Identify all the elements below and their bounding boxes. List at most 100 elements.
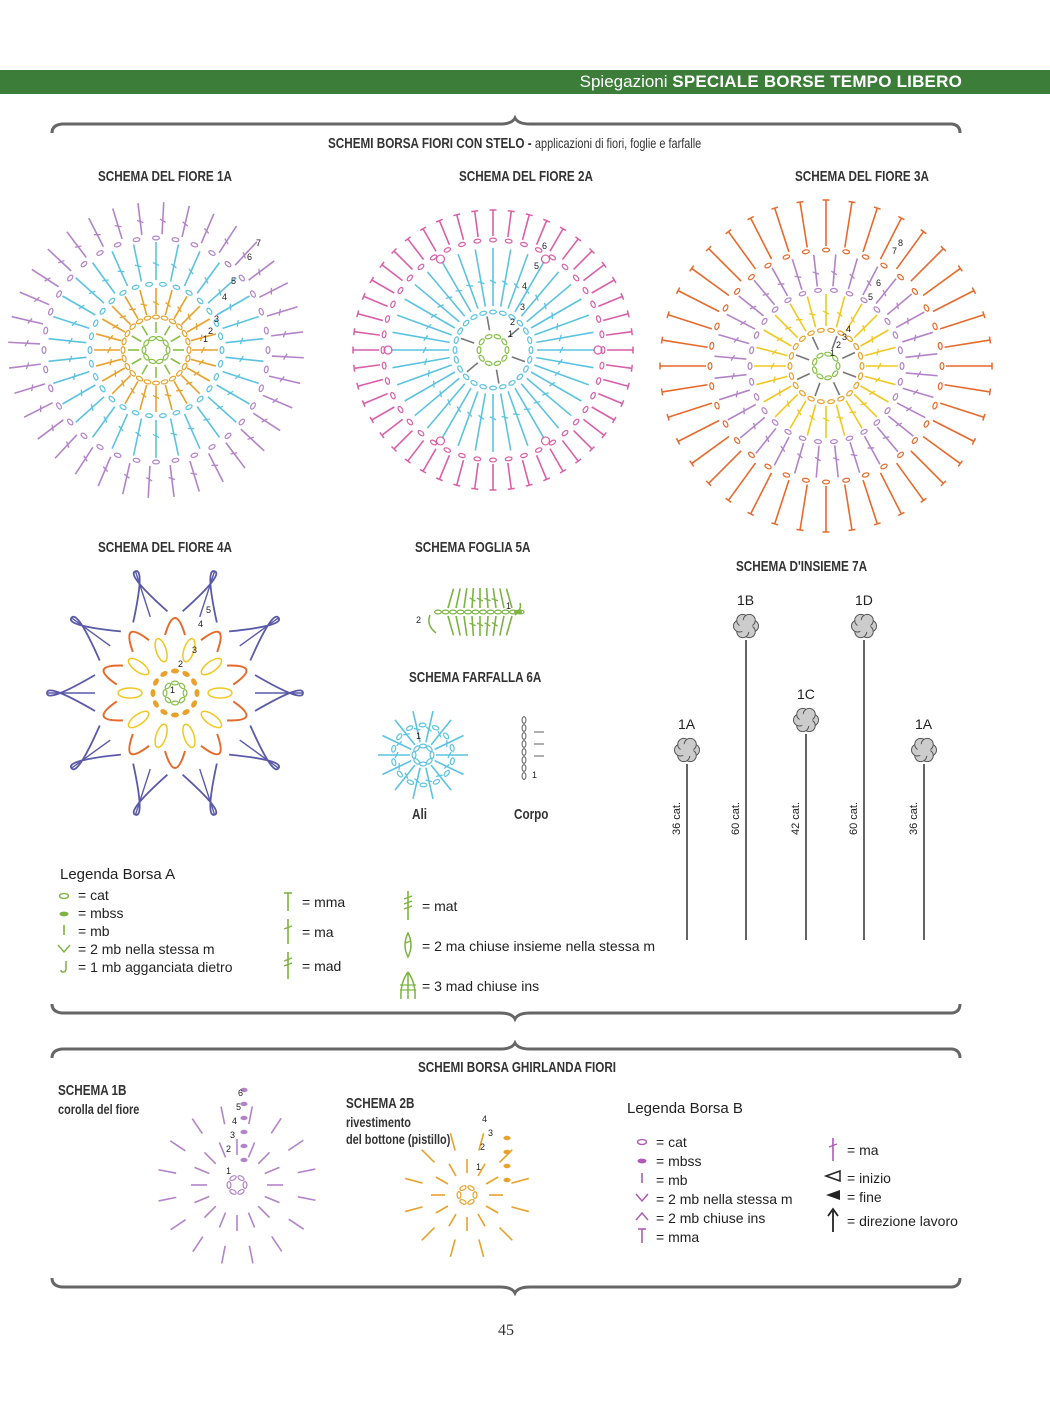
legend-a-label: = mad [302, 958, 342, 974]
stitch-mark [740, 320, 747, 326]
stitch-mark [31, 268, 60, 288]
stitch-mark [725, 497, 732, 503]
mbss-symbol-icon [54, 906, 74, 921]
stitch-mark [216, 384, 250, 405]
stitch-mark [121, 379, 125, 387]
legend-b-item: = fine [823, 1187, 958, 1206]
stitch-mark [430, 719, 452, 746]
chain-mark [816, 399, 825, 405]
stitch-mark [620, 292, 625, 300]
stitch-mark [471, 587, 475, 609]
stitch-mark [895, 231, 925, 270]
stitch-mark [239, 739, 279, 769]
stitch-mark [247, 1142, 256, 1158]
stitch-mark [392, 331, 450, 344]
chain-mark [66, 274, 74, 282]
stitch-mark [185, 381, 193, 385]
round-number-label: 2 [226, 1144, 231, 1154]
stitch-mark [287, 1139, 304, 1151]
chain-mark [599, 330, 605, 339]
legend-a-label: = cat [78, 887, 109, 903]
stitch-mark [832, 381, 841, 396]
petal-mark [117, 687, 143, 699]
petal-mark [207, 687, 233, 699]
chain-mark [873, 306, 881, 313]
legend-a-label: = ma [302, 924, 334, 940]
stitch-mark [905, 406, 912, 412]
stitch-mark [897, 511, 905, 517]
stitch-mark [463, 588, 468, 609]
legend-a-title: Legenda Borsa A [60, 866, 176, 883]
stitch-mark [124, 380, 139, 405]
petal-mark [229, 725, 280, 771]
stitch-mark [514, 602, 522, 616]
subtitle-schema-2b-line2: del bottone (pistillo) [346, 1131, 451, 1147]
stitch-mark [988, 388, 992, 396]
stitch-mark [507, 487, 515, 491]
chain-mark [250, 290, 256, 298]
round-number-label: 4 [198, 619, 203, 629]
chain-mark [457, 327, 464, 335]
stitch-mark [435, 218, 443, 223]
round-number-label: 3 [488, 1128, 493, 1138]
chain-mark [459, 1185, 467, 1192]
chain-mark [217, 332, 224, 341]
stitch-mark [71, 617, 111, 647]
stitch-mark [188, 268, 194, 275]
stitch-mark [421, 1149, 436, 1164]
stitch-mark [725, 229, 732, 235]
stitch-mark [74, 245, 82, 248]
stitch-mark [426, 271, 466, 317]
stitch-mark [123, 473, 130, 479]
stitch-mark [37, 419, 64, 440]
stitch-mark [71, 320, 78, 327]
stitch-mark [591, 279, 615, 294]
stitch-mark [438, 220, 451, 245]
stitch-mark [419, 226, 427, 232]
stitch-mark [218, 225, 238, 254]
chain-mark [520, 452, 528, 459]
stitch-mark [677, 419, 720, 443]
stem-flower-label: 1B [737, 592, 755, 608]
legend-b-label: = direzione lavoro [847, 1213, 958, 1229]
stitch-mark [33, 296, 40, 303]
round-number-label: 5 [231, 276, 236, 286]
stitch-mark [910, 450, 944, 484]
stitch-mark [753, 422, 756, 430]
stitch-mark [31, 384, 34, 392]
chain-mark [749, 377, 755, 386]
stitch-mark [9, 363, 41, 369]
chain-mark [224, 260, 232, 268]
stitch-mark [423, 335, 429, 342]
stitch-mark [533, 400, 541, 404]
chain-mark [442, 732, 450, 740]
stitch-mark [793, 442, 805, 474]
stitch-mark [194, 1166, 210, 1175]
stitch-mark [90, 404, 94, 411]
stitch-mark [534, 364, 590, 386]
stitch-mark [731, 372, 735, 380]
stitch-mark [279, 376, 285, 383]
stitch-mark [428, 614, 437, 634]
stitch-mark [200, 346, 206, 354]
stitch-mark [591, 406, 615, 421]
chain-mark [172, 284, 181, 290]
stitch-mark [895, 311, 925, 329]
stitch-mark [161, 202, 165, 235]
chain-mark [747, 362, 753, 371]
chain-mark [504, 346, 510, 355]
legend-a-item: = cat [54, 886, 233, 904]
stitch-mark [396, 364, 452, 386]
stitch-mark [738, 295, 765, 317]
stitch-mark [131, 357, 142, 365]
stitch-mark [119, 315, 127, 319]
stitch-mark [485, 615, 489, 637]
stitch-mark [806, 296, 817, 328]
chain-mark [164, 682, 172, 690]
stitch-mark [207, 277, 237, 304]
stitch-mark [207, 452, 224, 483]
chain-mark [170, 712, 179, 718]
chain-mark [113, 242, 122, 248]
stitch-mark [264, 1195, 280, 1204]
chain-mark [846, 335, 854, 343]
